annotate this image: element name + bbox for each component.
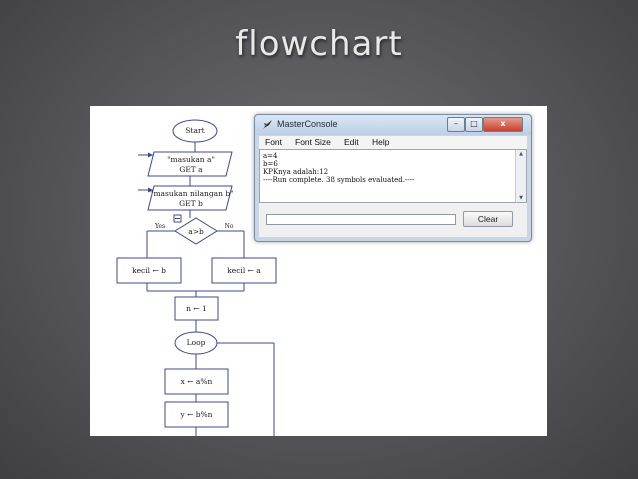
decision-label: a>b (188, 227, 204, 236)
start-label: Start (185, 126, 205, 135)
scroll-up-icon[interactable]: ▲ (519, 151, 523, 157)
output-scrollbar[interactable]: ▲ ▼ (515, 150, 526, 202)
console-title: MasterConsole (277, 119, 338, 129)
assign-left-box (116, 257, 182, 284)
decision-diamond (174, 217, 218, 245)
output-line: KPKnya adalah:12 (263, 168, 329, 176)
close-button[interactable]: x (483, 117, 523, 132)
output-line: b=6 (263, 160, 278, 168)
output-line: ----Run complete. 38 symbols evaluated.-… (263, 176, 415, 184)
input-b-shape (147, 185, 233, 211)
console-output[interactable]: a=4 b=6 KPKnya adalah:12 ----Run complet… (259, 149, 527, 203)
assign-left-label: kecil ← b (132, 266, 166, 275)
menu-edit[interactable]: Edit (344, 137, 359, 147)
flowchart-diagram (116, 119, 277, 436)
command-input[interactable] (266, 214, 456, 225)
menu-font[interactable]: Font (265, 137, 283, 147)
x-assign-label: x ← a%n (180, 377, 213, 386)
maximize-button[interactable]: □ (465, 117, 483, 132)
console-window: MasterConsole – □ x Font Font Size Edit … (254, 114, 532, 242)
minimize-button[interactable]: – (447, 117, 465, 132)
y-assign-label: y ← b%n (180, 410, 213, 419)
flowchart-figure: Start "masukan a" GET a "masukan nilanga… (90, 106, 547, 436)
input-a-label-2: GET a (179, 165, 203, 174)
clear-button[interactable]: Clear (463, 211, 513, 227)
slide-title: flowchart (235, 24, 403, 64)
no-label: No (224, 223, 234, 230)
yes-label: Yes (154, 223, 166, 230)
scroll-down-icon[interactable]: ▼ (519, 195, 523, 201)
assign-right-label: kecil ← a (227, 266, 261, 275)
init-n-label: n ← 1 (186, 304, 207, 313)
output-line: a=4 (263, 152, 278, 160)
menu-help[interactable]: Help (372, 137, 390, 147)
loop-label: Loop (186, 338, 206, 347)
input-a-shape (147, 151, 233, 177)
input-b-label-1: "masukan nilangan b" (150, 189, 234, 198)
input-b-label-2: GET b (179, 199, 203, 208)
console-menubar: Font Font Size Edit Help (259, 136, 527, 149)
feather-app-icon (262, 120, 272, 130)
console-input-area: Clear (259, 203, 527, 237)
input-a-label-1: "masukan a" (167, 155, 215, 164)
menu-font-size[interactable]: Font Size (295, 137, 331, 147)
console-titlebar[interactable]: MasterConsole – □ x (255, 115, 531, 135)
